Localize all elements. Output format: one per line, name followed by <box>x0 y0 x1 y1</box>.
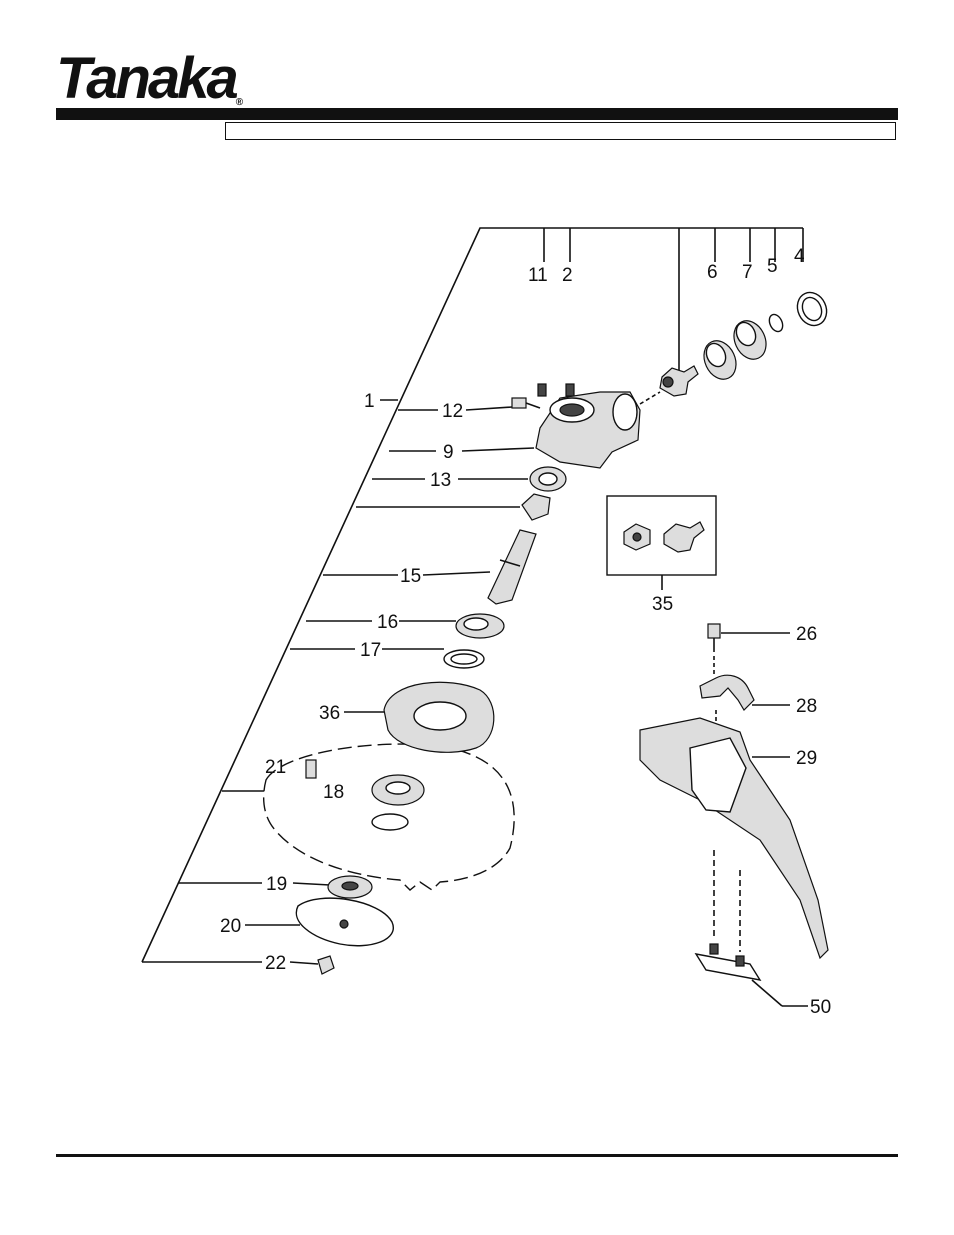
label-6: 6 <box>707 262 718 283</box>
header-title-box <box>225 122 896 140</box>
label-22: 22 <box>265 953 286 974</box>
label-36: 36 <box>319 703 340 724</box>
label-4: 4 <box>794 246 805 267</box>
label-7: 7 <box>742 262 753 283</box>
bearing-parts <box>639 291 828 405</box>
bracket-lines <box>141 227 808 1007</box>
label-2: 2 <box>562 265 573 286</box>
tanaka-logo: Tanaka® <box>56 46 244 111</box>
label-26: 26 <box>796 624 817 645</box>
label-29: 29 <box>796 748 817 769</box>
label-28: 28 <box>796 696 817 717</box>
label-9: 9 <box>443 442 454 463</box>
gear-set-inset <box>606 495 717 576</box>
label-17: 17 <box>360 640 381 661</box>
label-18: 18 <box>323 782 344 803</box>
label-20: 20 <box>220 916 241 937</box>
header-rule <box>56 108 898 120</box>
label-16: 16 <box>377 612 398 633</box>
label-5: 5 <box>767 256 778 277</box>
footer-rule <box>56 1154 898 1157</box>
blade-assembly <box>262 681 515 975</box>
guard-assembly <box>639 623 829 981</box>
part-number-labels: 11 2 6 7 5 4 1 12 9 13 15 16 17 36 21 18… <box>220 246 831 1018</box>
label-19: 19 <box>266 874 287 895</box>
label-13: 13 <box>430 470 451 491</box>
label-11: 11 <box>528 265 548 286</box>
label-50: 50 <box>810 997 831 1018</box>
label-1: 1 <box>364 391 375 412</box>
gear-case <box>511 383 641 469</box>
label-15: 15 <box>400 566 421 587</box>
label-35: 35 <box>652 594 673 615</box>
label-21: 21 <box>265 757 286 778</box>
label-12: 12 <box>442 401 463 422</box>
shaft-parts <box>443 466 567 669</box>
